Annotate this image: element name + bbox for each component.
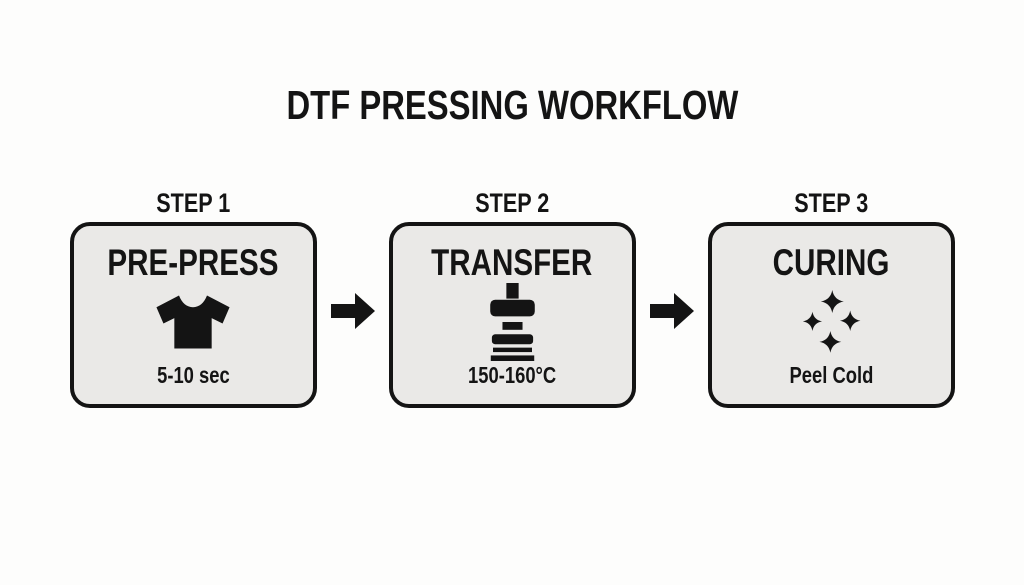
page-title: DTF PRESSING WORKFLOW: [0, 82, 1024, 129]
steps-row: STEP 1 PRE-PRESS 5-10 sec STEP 2 TRANSFE…: [0, 190, 1024, 408]
panel-detail: 150-160°C: [467, 362, 557, 388]
panel-detail: Peel Cold: [789, 362, 873, 388]
panel-title: CURING: [772, 242, 890, 283]
transfer-panel: TRANSFER 150-160°C: [388, 222, 636, 408]
heat-press-icon: [484, 283, 541, 362]
step-curing: STEP 3 CURING Peel Cold: [707, 188, 955, 408]
step-label: STEP 3: [793, 188, 869, 218]
arrow-right-icon: [317, 190, 389, 331]
pre-press-panel: PRE-PRESS 5-10 sec: [69, 222, 317, 408]
step-label: STEP 1: [155, 188, 231, 218]
panel-title: PRE-PRESS: [107, 242, 279, 283]
step-pre-press: STEP 1 PRE-PRESS 5-10 sec: [69, 188, 317, 408]
curing-panel: CURING Peel Cold: [707, 222, 955, 408]
arrow-right-icon: [636, 190, 708, 331]
panel-title: TRANSFER: [431, 242, 593, 283]
step-label: STEP 2: [474, 188, 550, 218]
tshirt-icon: [154, 283, 232, 362]
step-transfer: STEP 2 TRANSFER 150-160°C: [388, 188, 636, 408]
page-title-text: DTF PRESSING WORKFLOW: [286, 82, 738, 128]
sparkles-icon: [799, 283, 863, 362]
panel-detail: 5-10 sec: [156, 362, 230, 388]
